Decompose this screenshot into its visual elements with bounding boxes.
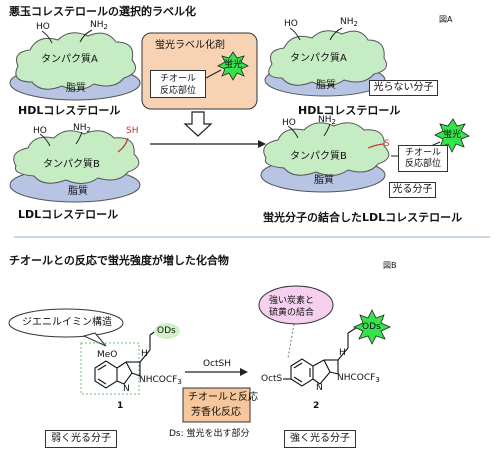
ldl-product-caption: 蛍光分子の結合したLDLコレステロール: [263, 211, 463, 224]
compound2-ods: ODs: [362, 322, 381, 332]
ldl-product-lipid-label: 脂質: [314, 175, 334, 186]
reaction-arrow-head: [258, 140, 266, 148]
ldl-nh2-bond: [75, 131, 83, 145]
ldl-product-site-line2: 反応部位: [404, 159, 441, 169]
ldl-product-s: S: [384, 139, 390, 149]
hdl-nh2: NH2: [90, 20, 108, 31]
callout-left-bubble: [8, 308, 124, 338]
ldl-oh-bond: [39, 133, 51, 147]
reagent-site-line2: 反応部位: [159, 86, 196, 96]
compound1-h: H: [141, 349, 148, 359]
callout-right-pointer: [287, 323, 295, 359]
hdl-particle: [9, 29, 141, 101]
callout-left-tail: [82, 332, 107, 347]
hdl-product-caption: HDLコレステロール: [298, 104, 401, 117]
hdl-product-protein-cloud: [268, 30, 387, 86]
reagent-title: 蛍光ラベル化剤: [155, 40, 225, 51]
hdl-caption: HDLコレステロール: [18, 104, 121, 117]
compound2-fluor-star: [353, 309, 391, 345]
ldl-nh2: NH2: [73, 123, 91, 134]
panel-b-title: チオールとの反応で蛍光強度が増した化合物: [9, 254, 229, 267]
reaction-box: [182, 387, 251, 423]
ds-note: Ds: 蛍光を出す部分: [169, 429, 250, 439]
callout-right-line1: 強い炭素と: [269, 296, 315, 306]
panel-a-title: 悪玉コレステロールの選択的ラベル化: [9, 5, 196, 18]
hdl-product-oh: HO: [284, 19, 298, 29]
hdl-nh2-bond: [79, 29, 93, 43]
panel-a-fig-label: 図A: [439, 15, 453, 24]
ldl-caption: LDLコレステロール: [18, 208, 119, 221]
hdl-product-oh-bond: [289, 27, 301, 41]
ldl-protein-cloud: [13, 130, 140, 184]
reagent-star-label: 蛍光: [224, 60, 243, 70]
hdl-product-protein-label: タンパク質A: [290, 53, 347, 64]
ldl-sh-bond: [117, 137, 129, 153]
compound2-nhcocf3: NHCOCF3: [337, 373, 380, 384]
panel-b-fig-label: 図B: [383, 261, 397, 270]
strong-label: 強く光る分子: [284, 430, 356, 448]
ods-highlight-1: [154, 323, 180, 339]
callout-right-bubble: [258, 285, 334, 325]
reagent-fluor-star: [217, 51, 249, 81]
ldl-product-s-bond: [367, 143, 385, 149]
compound2-n: N: [316, 383, 323, 393]
hdl-oh: HO: [36, 22, 50, 32]
compound2-h: H: [339, 348, 346, 358]
callout-left-text: ジエニルイミン構造: [22, 317, 112, 328]
compound1-n: N: [123, 384, 130, 394]
reagent-link-line: [205, 69, 222, 79]
ldl-product-star-label: 蛍光: [443, 130, 462, 140]
reagent-octsh: OctSH: [203, 359, 232, 369]
callout-right-line2: 硫黄の結合: [269, 308, 315, 318]
hdl-product-particle: [264, 27, 387, 97]
hdl-product-nh2-bond: [329, 27, 343, 41]
ldl-sh: SH: [126, 126, 139, 136]
compound2-skeleton: [283, 327, 357, 387]
hdl-protein-cloud: [15, 32, 137, 90]
ldl-product-protein-label: タンパク質B: [290, 151, 347, 162]
ldl-product-oh-bond: [287, 125, 299, 139]
ldl-lipid-label: 脂質: [68, 186, 88, 197]
hdl-product-nh2: NH2: [340, 17, 358, 28]
hdl-oh-bond: [41, 30, 53, 44]
reaction-arrow-b-head: [240, 368, 248, 376]
ldl-product-status: 光る分子: [389, 182, 436, 198]
ldl-product-site-line1: チオール: [404, 148, 441, 158]
weak-label: 弱く光る分子: [45, 430, 117, 448]
down-arrow: [183, 111, 213, 137]
reaction-line2: 芳香化反応: [191, 407, 241, 418]
ldl-product-oh: HO: [282, 118, 296, 128]
ldl-product-particle: [260, 122, 398, 193]
hdl-product-lipid-label: 脂質: [316, 80, 336, 91]
compound2-octs: OctS: [261, 374, 283, 384]
ldl-product-protein-cloud: [263, 122, 390, 176]
ldl-oh: HO: [33, 126, 47, 136]
reaction-line1: チオールと反応: [188, 392, 258, 403]
ldl-particle: [9, 130, 141, 203]
hdl-lipid-label: 脂質: [66, 83, 86, 94]
reagent-site-box: チオール 反応部位: [150, 70, 206, 98]
hdl-protein-label: タンパク質A: [41, 54, 98, 65]
ldl-product-nh2-bond: [323, 123, 331, 137]
compound1-nhcocf3: NHCOCF3: [139, 375, 182, 386]
compound1-number: 1: [117, 401, 124, 411]
ldl-product-site-box: チオール 反応部位: [398, 145, 448, 172]
ldl-product-nh2: NH2: [318, 115, 336, 126]
compound2-number: 2: [313, 401, 320, 411]
reagent-site-line1: チオール: [159, 74, 196, 84]
compound1-skeleton: [94, 329, 158, 389]
compound1-meo: MeO: [97, 350, 118, 360]
diene-imine-box: [80, 342, 140, 395]
ldl-product-fluor-star: [434, 118, 470, 153]
hdl-product-status: 光らない分子: [369, 80, 438, 96]
ldl-protein-label: タンパク質B: [43, 159, 100, 170]
compound1-ods: ODs: [157, 326, 176, 336]
